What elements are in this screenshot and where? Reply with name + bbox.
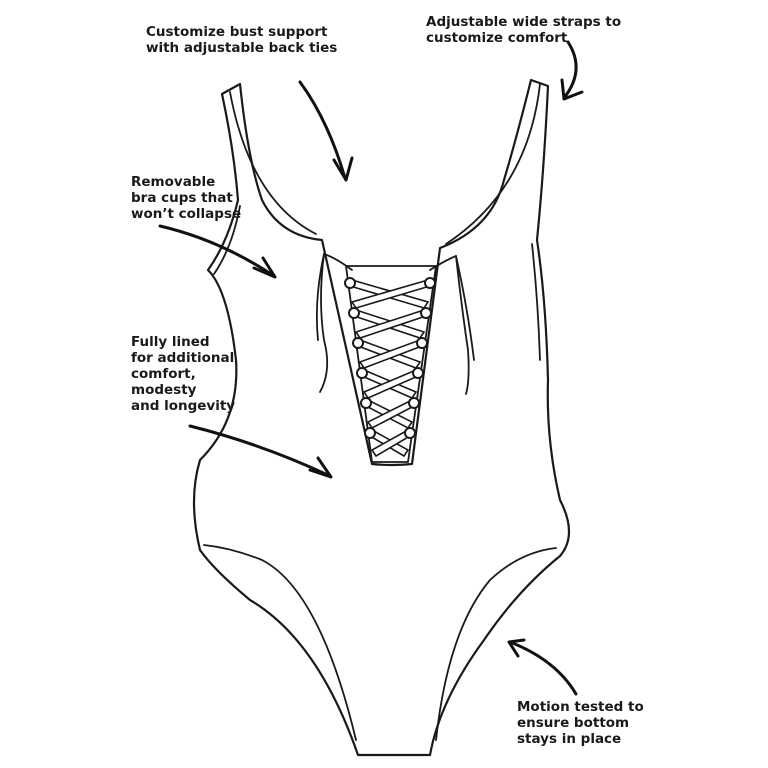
- annotation-motion-tested: Motion tested to ensure bottom stays in …: [517, 699, 644, 747]
- annotation-line: stays in place: [517, 731, 622, 747]
- annotation-line: ensure bottom: [517, 715, 630, 731]
- left-strap-line: [229, 91, 317, 235]
- lacing-eyelets: [344, 277, 436, 439]
- arrow-icon: [188, 424, 333, 479]
- lacing-panel: [345, 265, 437, 463]
- annotation-line: customize comfort: [426, 30, 568, 46]
- swimsuit-outline: [192, 78, 571, 757]
- annotation-bra-cups: Removable bra cups that won’t collapse: [131, 174, 241, 222]
- left-tie-cord: [319, 253, 353, 393]
- annotation-straps: Adjustable wide straps to customize comf…: [426, 14, 621, 46]
- arrow-icon: [158, 224, 277, 279]
- right-leg-binding: [435, 547, 557, 741]
- annotation-line: comfort,: [131, 366, 196, 382]
- left-armhole-line: [213, 205, 241, 275]
- annotation-line: Adjustable wide straps to: [426, 14, 622, 30]
- annotation-line: for additional: [131, 350, 235, 366]
- right-tie-cord: [429, 255, 470, 395]
- right-armhole-line: [531, 243, 541, 361]
- annotation-line: modesty: [131, 382, 197, 398]
- annotation-line: Fully lined: [131, 334, 210, 350]
- left-leg-binding: [203, 544, 357, 741]
- annotation-line: Customize bust support: [146, 24, 328, 40]
- annotation-line: with adjustable back ties: [146, 40, 338, 56]
- annotation-line: won’t collapse: [131, 206, 242, 222]
- annotation-fully-lined: Fully lined for additional comfort, mode…: [131, 334, 235, 414]
- left-tie-cord-2: [315, 253, 325, 341]
- annotation-line: and longevity: [131, 398, 236, 414]
- arrow-icon: [560, 40, 584, 101]
- annotation-bust-support: Customize bust support with adjustable b…: [146, 24, 337, 56]
- right-strap-line: [445, 83, 541, 245]
- annotation-line: Removable: [131, 174, 216, 190]
- arrow-icon: [298, 80, 354, 182]
- annotation-line: bra cups that: [131, 190, 233, 206]
- arrow-icon: [507, 638, 578, 696]
- right-tie-cord-2: [455, 255, 475, 361]
- annotation-line: Motion tested to: [517, 699, 644, 715]
